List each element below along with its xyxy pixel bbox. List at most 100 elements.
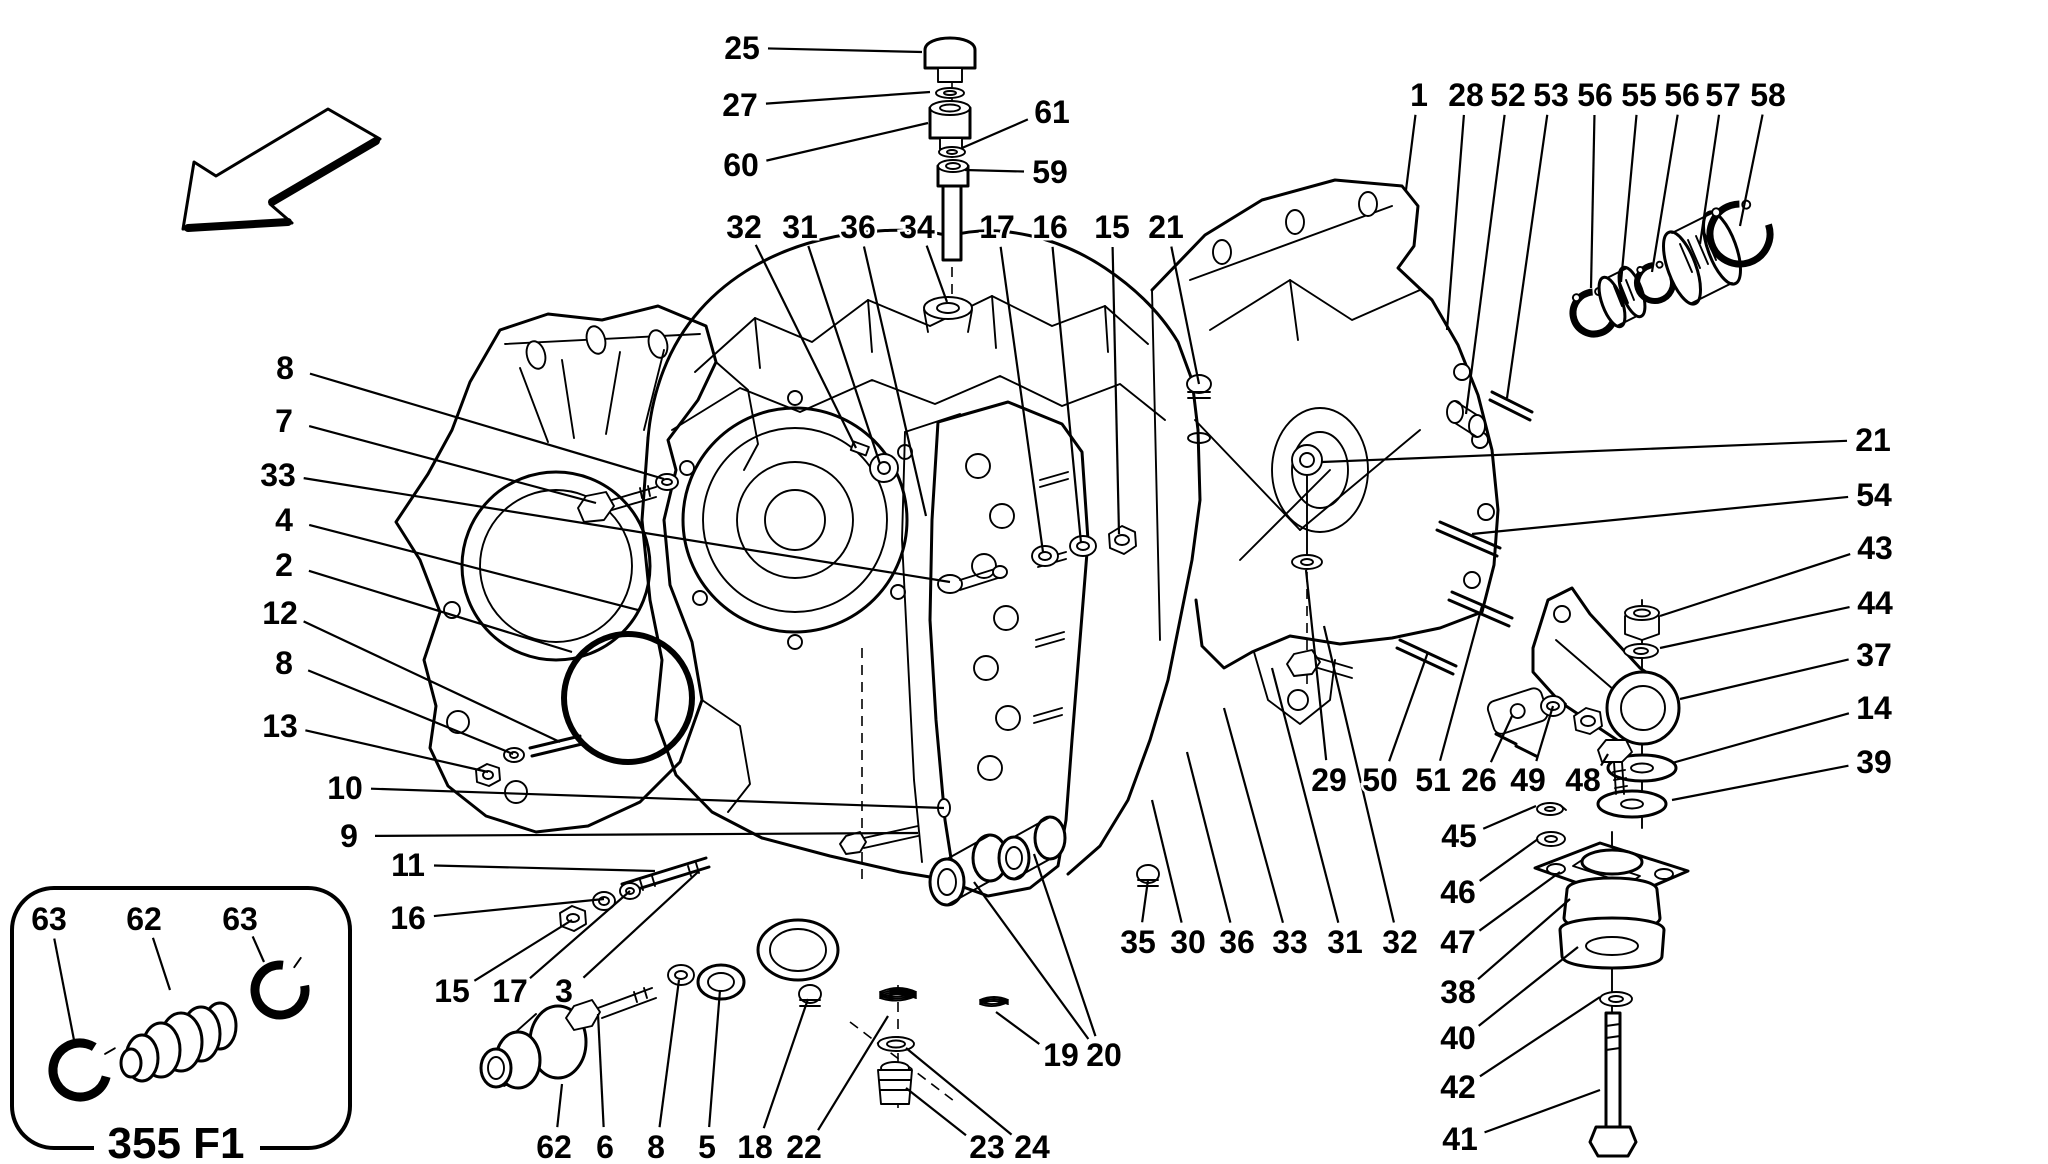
callout-number: 18 bbox=[737, 1129, 773, 1164]
callout-number: 12 bbox=[262, 595, 298, 631]
clutch-cover-plate bbox=[394, 304, 759, 834]
leader-line bbox=[1304, 569, 1328, 761]
callout-number: 59 bbox=[1032, 154, 1068, 190]
callout-number: 60 bbox=[723, 147, 759, 183]
o-ring bbox=[561, 631, 695, 765]
callout-number: 8 bbox=[647, 1129, 665, 1164]
bushings bbox=[928, 815, 1067, 907]
callout-number: 36 bbox=[840, 209, 876, 245]
bearings-and-circlips bbox=[1569, 199, 1774, 338]
callout-number: 29 bbox=[1311, 762, 1347, 798]
leader-line bbox=[1477, 898, 1571, 981]
callout-leader-lines bbox=[53, 47, 1851, 1137]
leader-line bbox=[1650, 114, 1679, 273]
leader-line bbox=[1445, 114, 1466, 331]
callout-number: 24 bbox=[1014, 1129, 1050, 1164]
callout-number: 9 bbox=[340, 818, 358, 854]
leader-line bbox=[433, 864, 656, 873]
leader-line bbox=[925, 245, 949, 303]
direction-arrow-icon bbox=[181, 107, 382, 232]
leader-line bbox=[1659, 606, 1850, 650]
leader-line bbox=[151, 937, 172, 991]
callout-number: 38 bbox=[1440, 974, 1476, 1010]
callout-number: 17 bbox=[979, 209, 1015, 245]
callout-number: 14 bbox=[1856, 690, 1892, 726]
leader-line bbox=[1051, 246, 1083, 544]
leader-line bbox=[1478, 946, 1579, 1027]
leader-line bbox=[1322, 625, 1395, 923]
callout-number: 10 bbox=[327, 770, 363, 806]
callout-number: 61 bbox=[1034, 94, 1070, 130]
leader-line bbox=[1505, 114, 1549, 399]
leader-line bbox=[1600, 753, 1609, 767]
leader-line bbox=[708, 989, 722, 1128]
leader-line bbox=[596, 1013, 605, 1128]
leader-line bbox=[1479, 838, 1539, 882]
leader-line bbox=[905, 1047, 1013, 1136]
callout-number: 15 bbox=[1094, 209, 1130, 245]
leader-line bbox=[807, 245, 882, 465]
leader-line bbox=[582, 871, 699, 979]
selector-front-plate bbox=[901, 400, 1090, 898]
callout-number: 21 bbox=[1148, 209, 1184, 245]
leader-line bbox=[762, 998, 810, 1129]
callout-number: 20 bbox=[1086, 1037, 1122, 1073]
leader-line bbox=[862, 246, 928, 517]
leader-line bbox=[53, 938, 76, 1041]
leader-line bbox=[767, 47, 923, 54]
inset-box: 355 F1 bbox=[10, 886, 352, 1164]
callout-number: 32 bbox=[726, 209, 762, 245]
leader-line bbox=[995, 1011, 1040, 1045]
callout-number: 55 bbox=[1621, 77, 1657, 113]
leader-line bbox=[1671, 764, 1849, 802]
callout-number: 34 bbox=[899, 209, 935, 245]
needle-bearing-small bbox=[1597, 265, 1647, 329]
leader-line bbox=[305, 729, 489, 774]
mount-bracket-arm bbox=[1486, 586, 1681, 829]
callout-number: 1 bbox=[1410, 77, 1428, 113]
leader-line bbox=[1479, 996, 1601, 1078]
leader-line bbox=[1679, 658, 1849, 701]
callout-number: 48 bbox=[1565, 762, 1601, 798]
leader-line bbox=[1388, 651, 1430, 762]
callout-number: 52 bbox=[1490, 77, 1526, 113]
leader-line bbox=[308, 425, 597, 505]
callout-number: 63 bbox=[222, 901, 258, 937]
callout-number: 62 bbox=[536, 1129, 572, 1164]
callout-number: 51 bbox=[1415, 762, 1451, 798]
callout-number: 56 bbox=[1577, 77, 1613, 113]
bottom-centre-parts bbox=[479, 918, 1009, 1105]
leader-line bbox=[1535, 705, 1555, 762]
callout-number: 3 bbox=[555, 973, 573, 1009]
leader-line bbox=[529, 890, 631, 980]
callout-number: 5 bbox=[698, 1129, 716, 1164]
callout-number: 16 bbox=[1032, 209, 1068, 245]
callout-number: 32 bbox=[1382, 924, 1418, 960]
leader-line bbox=[658, 979, 681, 1128]
callout-number: 46 bbox=[1440, 874, 1476, 910]
callout-number: 31 bbox=[1327, 924, 1363, 960]
leader-line bbox=[308, 569, 573, 654]
leader-line bbox=[1738, 114, 1764, 227]
callout-number: 36 bbox=[1219, 924, 1255, 960]
callout-number: 26 bbox=[1461, 762, 1497, 798]
callout-number: 37 bbox=[1856, 637, 1892, 673]
leader-line bbox=[1141, 879, 1150, 923]
callout-number: 23 bbox=[969, 1129, 1005, 1164]
leader-line bbox=[1698, 114, 1721, 245]
callout-number: 4 bbox=[275, 502, 293, 538]
callout-number: 33 bbox=[1272, 924, 1308, 960]
leader-line bbox=[433, 897, 605, 918]
leader-line bbox=[1471, 495, 1849, 536]
leader-line bbox=[1589, 114, 1596, 289]
callout-number: 8 bbox=[275, 645, 293, 681]
callout-number: 44 bbox=[1857, 585, 1893, 621]
callout-number: 11 bbox=[391, 847, 425, 883]
leader-line bbox=[766, 121, 929, 162]
leader-line bbox=[817, 1015, 889, 1131]
leader-line bbox=[1111, 246, 1121, 535]
callout-number: 42 bbox=[1440, 1069, 1476, 1105]
leader-line bbox=[1404, 114, 1417, 191]
leader-line bbox=[973, 881, 1090, 1040]
callout-number: 35 bbox=[1120, 924, 1156, 960]
